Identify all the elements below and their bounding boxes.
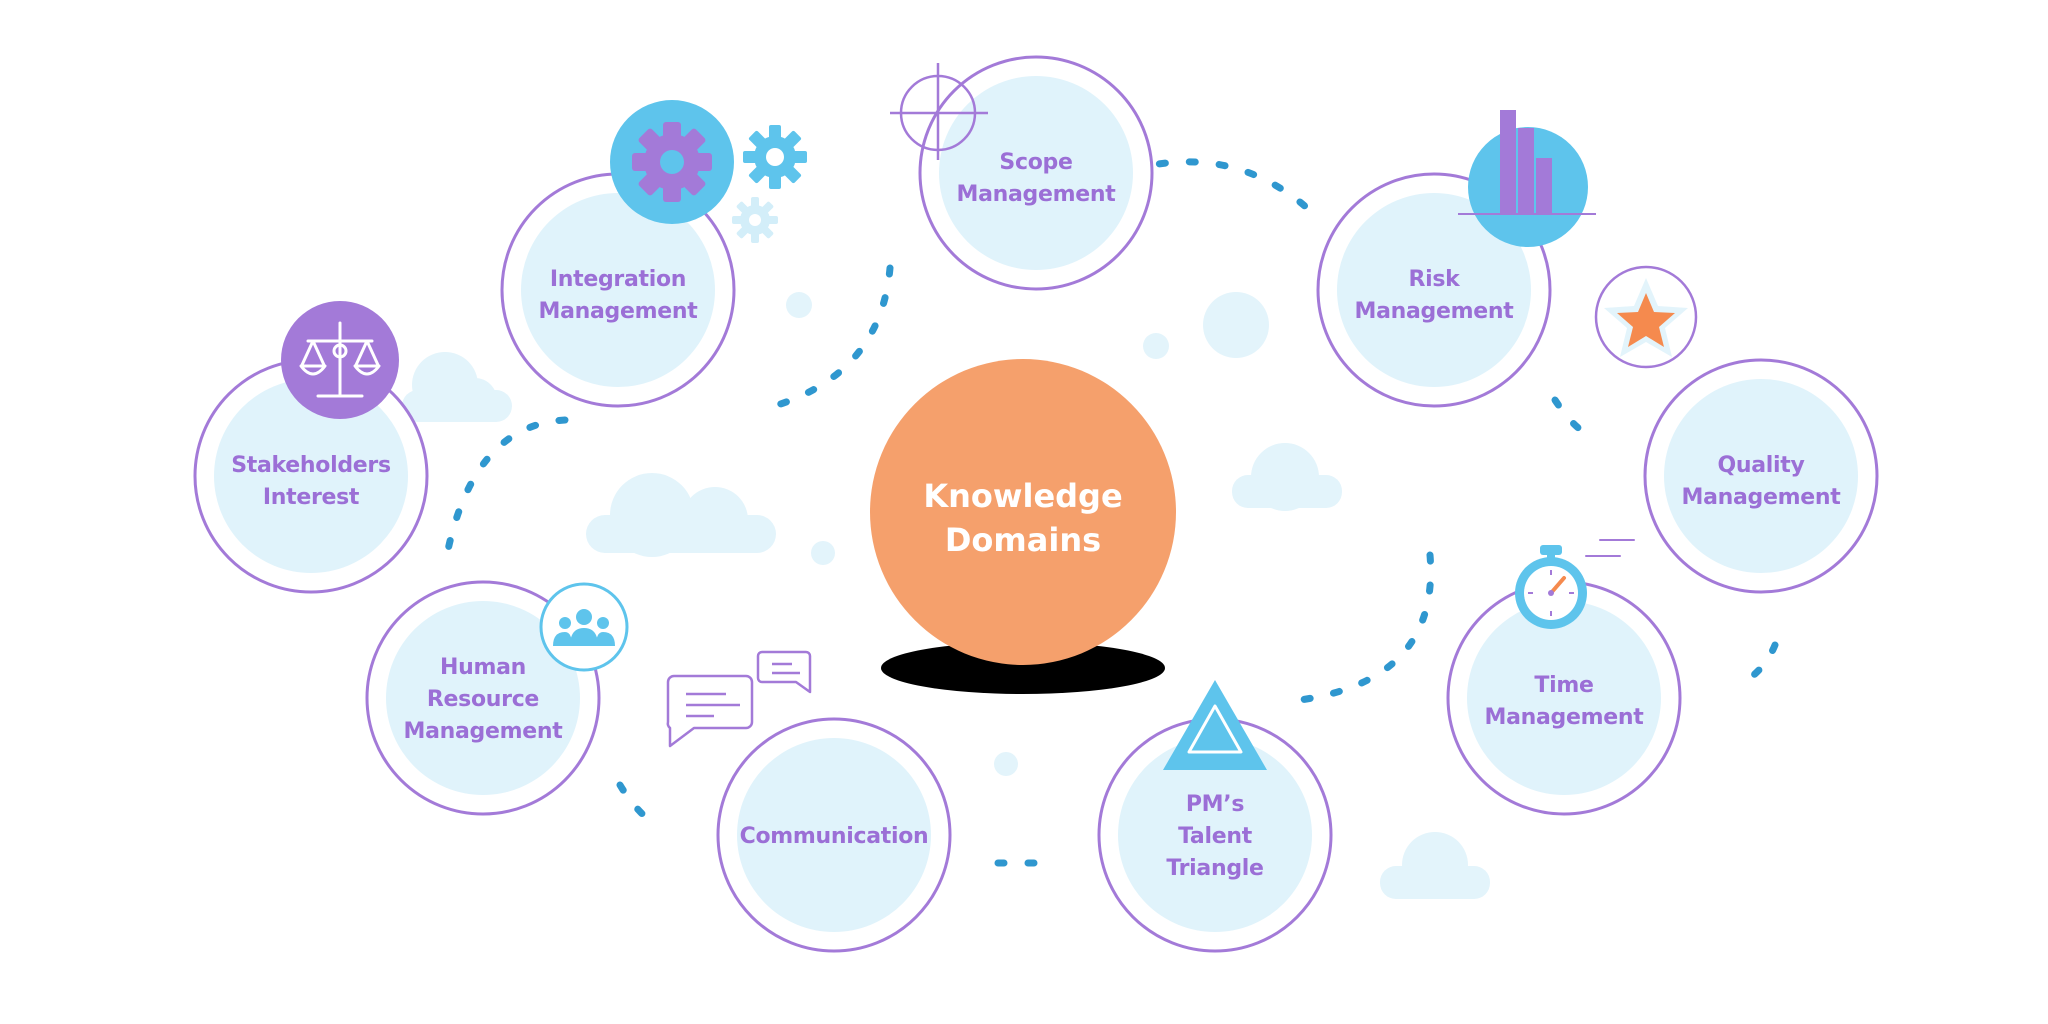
scales-icon	[281, 301, 399, 419]
node-label-quality: Quality Management	[1681, 453, 1841, 510]
node-label-talent: PM’s Talent Triangle	[1166, 792, 1264, 881]
chat-bubbles-icon	[666, 650, 812, 748]
dot	[1203, 292, 1269, 358]
connector-hr-communication	[616, 781, 659, 829]
connector-time-talent	[1296, 551, 1435, 704]
dot	[1143, 333, 1169, 359]
center-circle	[870, 359, 1176, 665]
cloud-top-left	[402, 352, 512, 422]
center-shadow	[881, 642, 1165, 694]
node-label-scope: Scope Management	[956, 150, 1116, 207]
connector-stakeholders-hr	[441, 416, 569, 569]
people-icon	[539, 582, 629, 672]
star-icon	[1594, 265, 1698, 369]
node-integration	[500, 172, 736, 408]
background-dots	[786, 292, 1269, 776]
triangle-icon	[1163, 680, 1267, 770]
node-time	[1446, 580, 1682, 816]
node-label-human-resource: Human Resource Management	[403, 655, 563, 744]
node-scope	[918, 55, 1154, 291]
node-stakeholders	[193, 358, 429, 594]
bar-chart-icon	[1458, 110, 1596, 247]
dot	[994, 752, 1018, 776]
node-quality	[1643, 358, 1879, 594]
gear-icon	[610, 100, 807, 243]
cloud-mid-left	[586, 473, 776, 557]
background-clouds	[402, 352, 1490, 899]
dot	[811, 541, 835, 565]
connector-quality-end	[1736, 641, 1779, 689]
crosshair-icon	[890, 63, 988, 160]
stopwatch-icon	[1515, 539, 1635, 629]
node-human-resource	[365, 580, 601, 816]
node-label-risk: Risk Management	[1354, 267, 1514, 324]
connector-integration-center	[756, 264, 894, 414]
cloud-bottom-right	[1380, 832, 1490, 899]
dot	[786, 292, 812, 318]
node-communication	[716, 717, 952, 953]
cloud-mid-right	[1232, 443, 1342, 511]
connector-risk-quality	[1551, 396, 1594, 439]
node-label-communication: Communication	[739, 824, 929, 849]
connector-dashes	[441, 158, 1779, 867]
node-label-time: Time Management	[1484, 673, 1644, 730]
node-talent	[1097, 717, 1333, 953]
node-label-integration: Integration Management	[538, 267, 698, 324]
center-label: Knowledge Domains	[923, 477, 1123, 559]
connector-scope-risk	[1126, 158, 1324, 224]
node-label-stakeholders: Stakeholders Interest	[231, 453, 391, 510]
